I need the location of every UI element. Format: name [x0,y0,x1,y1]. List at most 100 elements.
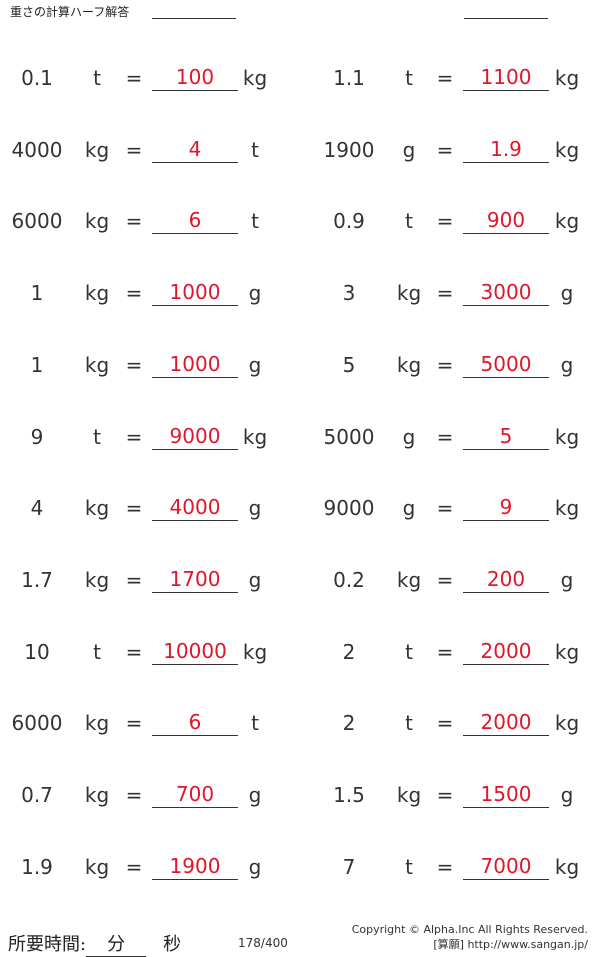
answer-field[interactable]: 900 [463,208,549,234]
answer-field[interactable]: 2000 [463,639,549,665]
target-unit: kg [554,711,580,735]
copyright: Copyright © Alpha.Inc All Rights Reserve… [352,922,588,952]
equals-sign: = [125,138,143,162]
target-unit: kg [554,209,580,233]
answer-field[interactable]: 1.9 [463,137,549,163]
problem-value: 0.1 [21,66,53,90]
problem-value: 1.1 [333,66,365,90]
answer-field[interactable]: 7000 [463,854,549,880]
problem-value: 4 [30,496,44,520]
problem-value: 7 [342,855,356,879]
problem-unit: g [402,425,416,449]
problem-value: 0.2 [333,568,365,592]
site-url[interactable]: [算願] http://www.sangan.jp/ [433,938,588,951]
equals-sign: = [125,568,143,592]
answer-field[interactable]: 1000 [152,352,238,378]
answer-field[interactable]: 4 [152,137,238,163]
equals-sign: = [436,66,454,90]
answer-field[interactable]: 1100 [463,65,549,91]
name-line-left [152,18,236,19]
problem-value: 9 [30,425,44,449]
equals-sign: = [125,496,143,520]
answer-field[interactable]: 4000 [152,495,238,521]
problem-unit: kg [84,855,110,879]
problem-unit: kg [84,209,110,233]
equals-sign: = [436,783,454,807]
problem-value: 5000 [323,425,375,449]
minutes-blank[interactable]: 分 [86,930,147,957]
problem-value: 9000 [323,496,375,520]
problem-unit: g [402,138,416,162]
problem-value: 2 [342,711,356,735]
problem-value: 4000 [11,138,63,162]
equals-sign: = [125,66,143,90]
answer-field[interactable]: 6 [152,208,238,234]
header-title: 重さの計算ハーフ解答 [10,5,130,19]
equals-sign: = [436,353,454,377]
problem-unit: t [405,855,413,879]
problem-value: 2 [342,640,356,664]
problem-value: 1.7 [21,568,53,592]
target-unit: g [560,568,574,592]
answer-field[interactable]: 3000 [463,280,549,306]
answer-field[interactable]: 2000 [463,710,549,736]
answer-field[interactable]: 5 [463,424,549,450]
equals-sign: = [125,281,143,305]
problem-unit: kg [84,568,110,592]
problem-value: 0.9 [333,209,365,233]
target-unit: g [560,353,574,377]
time-taken: 所要時間:分秒 [8,930,198,957]
answer-field[interactable]: 700 [152,782,238,808]
answer-field[interactable]: 5000 [463,352,549,378]
problem-value: 1.9 [21,855,53,879]
answer-field[interactable]: 1900 [152,854,238,880]
problem-unit: kg [396,281,422,305]
problem-value: 0.7 [21,783,53,807]
problem-unit: t [405,66,413,90]
target-unit: kg [554,640,580,664]
problem-unit: kg [84,353,110,377]
name-line-right [464,18,548,19]
equals-sign: = [125,855,143,879]
target-unit: g [248,496,262,520]
target-unit: t [251,711,259,735]
seconds-blank[interactable]: 秒 [146,930,198,956]
target-unit: g [248,855,262,879]
problem-value: 6000 [11,711,63,735]
problem-value: 1.5 [333,783,365,807]
answer-field[interactable]: 1500 [463,782,549,808]
problem-unit: t [93,66,101,90]
equals-sign: = [436,568,454,592]
equals-sign: = [436,281,454,305]
equals-sign: = [125,711,143,735]
problem-unit: g [402,496,416,520]
target-unit: kg [242,425,268,449]
copyright-text: Copyright © Alpha.Inc All Rights Reserve… [351,923,588,936]
target-unit: kg [554,496,580,520]
target-unit: kg [242,66,268,90]
target-unit: kg [554,138,580,162]
target-unit: t [251,138,259,162]
page-number: 178/400 [238,936,288,950]
answer-field[interactable]: 100 [152,65,238,91]
seconds-label: 秒 [163,934,182,955]
answer-field[interactable]: 9 [463,495,549,521]
answer-field[interactable]: 1700 [152,567,238,593]
equals-sign: = [436,640,454,664]
equals-sign: = [436,138,454,162]
answer-field[interactable]: 9000 [152,424,238,450]
problem-unit: kg [84,138,110,162]
answer-field[interactable]: 10000 [152,639,238,665]
problem-value: 10 [24,640,50,664]
answer-field[interactable]: 200 [463,567,549,593]
problem-value: 1900 [323,138,375,162]
answer-field[interactable]: 1000 [152,280,238,306]
problem-unit: kg [84,281,110,305]
answer-field[interactable]: 6 [152,710,238,736]
target-unit: g [248,568,262,592]
equals-sign: = [436,711,454,735]
equals-sign: = [125,640,143,664]
problem-unit: kg [84,711,110,735]
target-unit: t [251,209,259,233]
target-unit: g [560,281,574,305]
